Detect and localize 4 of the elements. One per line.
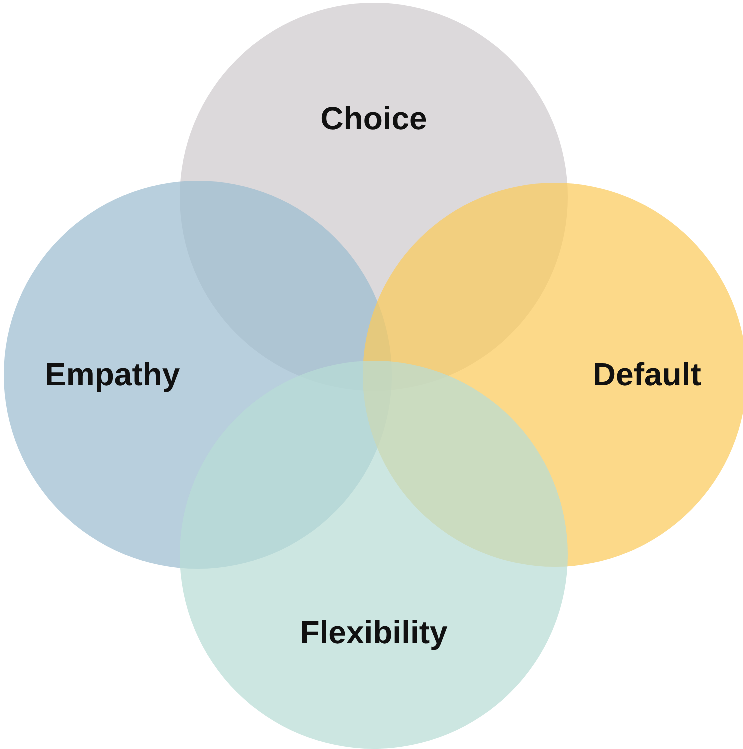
circle-label: Default [592,356,702,394]
circle-label: Empathy [45,356,180,394]
circle-label: Choice [320,100,428,138]
circle-label: Flexibility [300,614,448,652]
